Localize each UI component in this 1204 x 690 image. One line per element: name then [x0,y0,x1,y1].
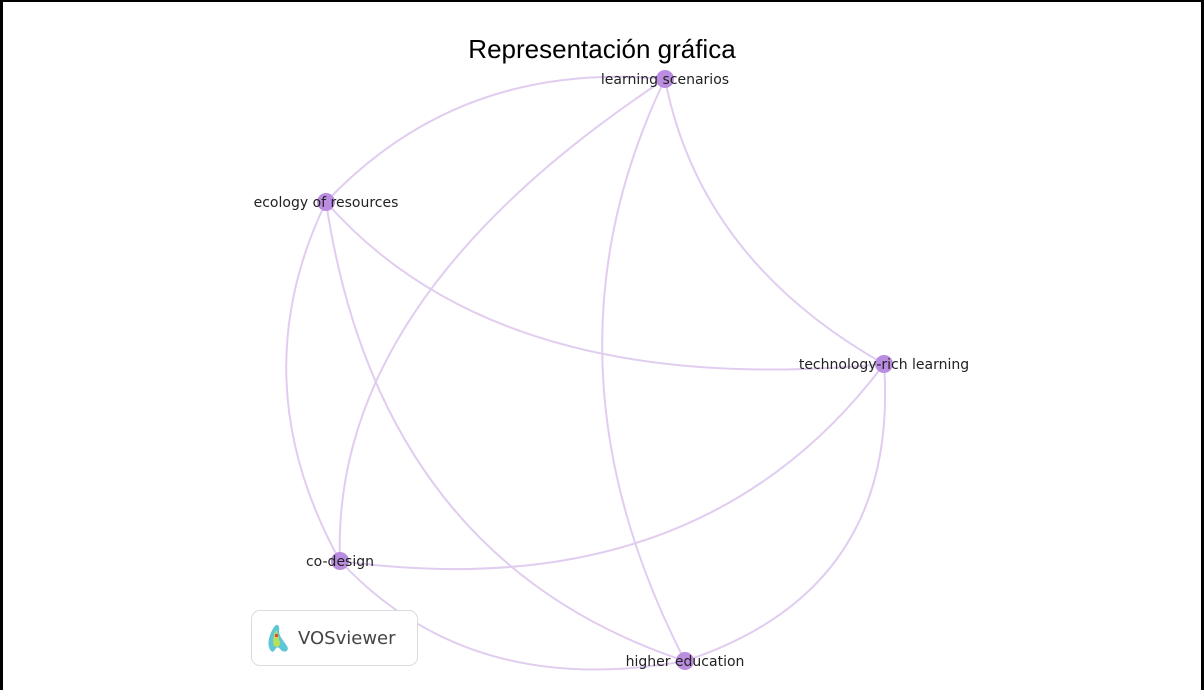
node-technology-rich-learning[interactable] [875,355,893,373]
node-ecology-of-resources[interactable] [317,193,335,211]
edge-ecology-learning [325,75,666,203]
edge-codesign-higher [339,560,686,671]
edge-learning-higher [601,78,686,662]
label-co-design: co-design [306,554,374,570]
edge-ecology-higher [325,201,686,662]
edge-layer [285,75,886,671]
label-ecology-of-resources: ecology of resources [254,195,399,211]
edge-technology-codesign [339,363,885,571]
edge-ecology-codesign [285,201,341,562]
node-layer [317,70,893,670]
node-co-design[interactable] [331,552,349,570]
figure-title: Representación gráfica [468,34,736,64]
vosviewer-logo-icon [268,624,288,652]
label-learning-scenarios: learning scenarios [601,72,729,88]
vosviewer-logo: VOSviewer [251,610,418,666]
edge-learning-codesign [338,78,666,562]
vosviewer-logo-text: VOSviewer [298,627,396,649]
label-technology-rich-learning: technology-rich learning [799,357,969,373]
label-layer: learning scenarios ecology of resources … [254,72,970,670]
edge-learning-technology [664,78,885,365]
edge-technology-higher [684,363,886,662]
label-higher-education: higher education [626,654,745,670]
node-learning-scenarios[interactable] [656,70,674,88]
edge-ecology-technology [325,201,885,371]
node-higher-education[interactable] [676,652,694,670]
